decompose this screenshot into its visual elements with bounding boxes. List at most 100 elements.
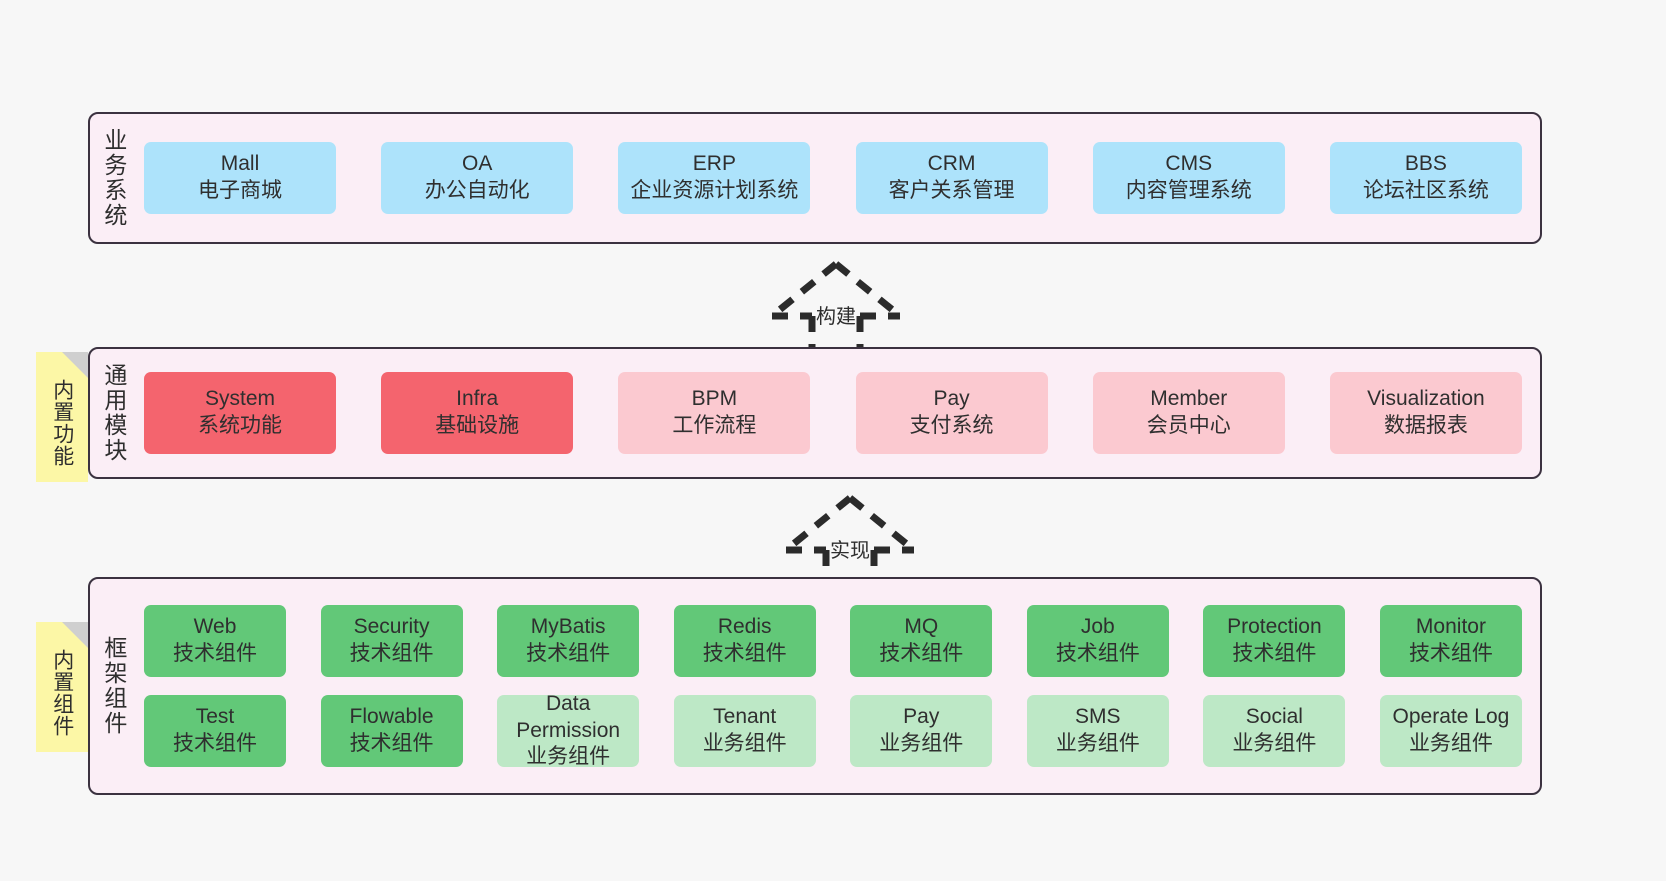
note-builtin-component: 内置组件: [36, 622, 88, 752]
node-description: 技术组件: [349, 642, 434, 665]
node-mall[interactable]: Mall 电子商城: [144, 142, 336, 214]
node-description: 业务组件: [1055, 732, 1140, 755]
node-description: 办公自动化: [424, 179, 530, 202]
arrow-implement-label: 实现: [830, 540, 870, 562]
node-pay[interactable]: Pay 业务组件: [850, 695, 993, 767]
node-description: 技术组件: [702, 642, 787, 665]
node-name: SMS: [1075, 705, 1121, 729]
node-name: Redis: [717, 615, 772, 639]
arrow-implement: 实现: [770, 492, 930, 586]
node-flowable[interactable]: Flowable 技术组件: [320, 695, 463, 767]
node-mq[interactable]: MQ 技术组件: [850, 605, 993, 677]
node-name: Social: [1245, 705, 1303, 729]
node-name: OA: [462, 152, 493, 176]
node-description: 业务组件: [526, 745, 611, 769]
node-job[interactable]: Job 技术组件: [1026, 605, 1169, 677]
node-description: 技术组件: [349, 732, 434, 755]
node-infra[interactable]: Infra 基础设施: [381, 372, 574, 454]
layer-title-common-module: 通用模块: [100, 363, 127, 463]
node-name: Flowable: [349, 705, 434, 729]
node-crm[interactable]: CRM 客户关系管理: [855, 142, 1048, 214]
node-name: Security: [353, 615, 430, 639]
node-protection[interactable]: Protection 技术组件: [1203, 605, 1346, 677]
node-name: CMS: [1165, 152, 1213, 176]
node-visualization[interactable]: Visualization 数据报表: [1329, 372, 1522, 454]
node-description: 电子商城: [198, 179, 282, 202]
node-name: Visualization: [1367, 387, 1485, 411]
node-name: Monitor: [1415, 615, 1486, 639]
note-builtin-function: 内置功能: [36, 352, 88, 482]
node-description: 技术组件: [173, 732, 257, 755]
layer-business-system: 业务系统 Mall 电子商城 OA 办公自动化 ERP 企业资源计划系统 CRM 客户关系管理…: [88, 112, 1542, 244]
node-name: Mall: [220, 152, 260, 176]
node-name: Web: [193, 615, 237, 639]
node-name: MyBatis: [530, 615, 606, 639]
node-description: 支付系统: [909, 414, 994, 437]
node-name: BBS: [1404, 152, 1447, 176]
node-system[interactable]: System 系统功能: [144, 372, 336, 454]
node-mybatis[interactable]: MyBatis 技术组件: [497, 605, 640, 677]
node-description: 系统功能: [198, 414, 282, 437]
node-description: 业务组件: [702, 732, 787, 755]
node-erp[interactable]: ERP 企业资源计划系统: [618, 142, 811, 214]
node-name: Infra: [456, 387, 499, 411]
node-description: 技术组件: [879, 642, 964, 665]
node-name: Job: [1080, 615, 1115, 639]
node-operate-log[interactable]: Operate Log 业务组件: [1379, 695, 1522, 767]
node-description: 技术组件: [1055, 642, 1140, 665]
node-name: Pay: [933, 387, 970, 411]
node-description: 工作流程: [672, 414, 757, 437]
node-bbs[interactable]: BBS 论坛社区系统: [1329, 142, 1522, 214]
node-description: 业务组件: [1408, 732, 1493, 755]
node-name: MQ: [904, 615, 939, 639]
layer-title-framework-component: 框架组件: [100, 636, 127, 736]
node-bpm[interactable]: BPM 工作流程: [618, 372, 811, 454]
node-data-permission[interactable]: Data Permission 业务组件: [497, 692, 640, 768]
node-description: 论坛社区系统: [1362, 179, 1489, 202]
node-description: 会员中心: [1146, 414, 1231, 437]
node-name: Protection: [1227, 615, 1322, 639]
arrow-build-label: 构建: [816, 306, 856, 328]
node-name: System: [204, 387, 275, 411]
node-description: 技术组件: [1232, 642, 1317, 665]
node-redis[interactable]: Redis 技术组件: [673, 605, 816, 677]
layer-title-business-system: 业务系统: [100, 128, 127, 228]
node-name: Member: [1150, 387, 1228, 411]
node-name: Tenant: [713, 705, 777, 729]
node-description: 客户关系管理: [888, 179, 1015, 202]
node-name: ERP: [692, 152, 736, 176]
node-name: Pay: [903, 705, 940, 729]
node-sms[interactable]: SMS 业务组件: [1026, 695, 1169, 767]
node-description: 数据报表: [1383, 414, 1468, 437]
node-description: 基础设施: [435, 414, 520, 437]
note-builtin-component-label: 内置组件: [50, 649, 74, 737]
node-name: Operate Log: [1392, 705, 1510, 729]
node-name: Data Permission: [516, 691, 621, 742]
node-security[interactable]: Security 技术组件: [320, 605, 463, 677]
node-description: 企业资源计划系统: [630, 179, 799, 202]
node-row: System 系统功能 Infra 基础设施 BPM 工作流程 Pay 支付系统 Member 会…: [144, 372, 1522, 454]
node-name: BPM: [691, 387, 738, 411]
node-name: CRM: [927, 152, 976, 176]
node-web[interactable]: Web 技术组件: [144, 605, 286, 677]
node-description: 技术组件: [173, 642, 257, 665]
node-description: 技术组件: [526, 642, 611, 665]
node-tenant[interactable]: Tenant 业务组件: [673, 695, 816, 767]
node-description: 业务组件: [879, 732, 964, 755]
node-member[interactable]: Member 会员中心: [1092, 372, 1285, 454]
node-description: 业务组件: [1232, 732, 1317, 755]
node-monitor[interactable]: Monitor 技术组件: [1379, 605, 1522, 677]
node-pay[interactable]: Pay 支付系统: [855, 372, 1048, 454]
node-oa[interactable]: OA 办公自动化: [381, 142, 574, 214]
node-social[interactable]: Social 业务组件: [1203, 695, 1346, 767]
node-description: 技术组件: [1408, 642, 1493, 665]
